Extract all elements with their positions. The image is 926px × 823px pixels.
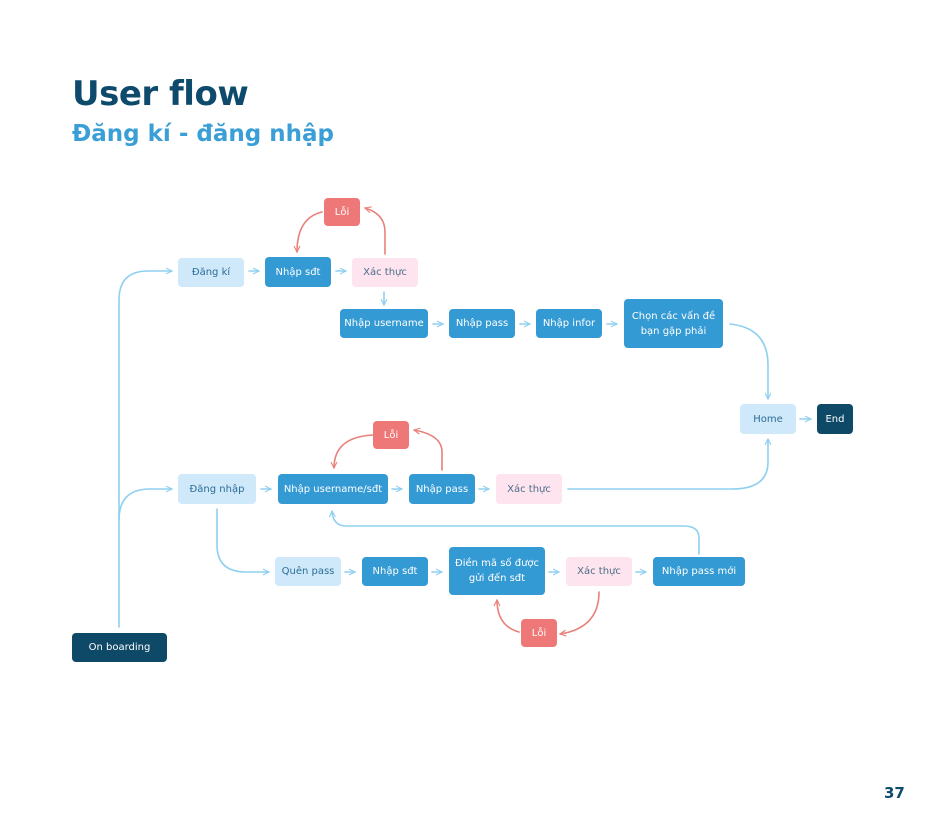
step-chon-van-de: Chọn các vấn đề bạn gặp phải xyxy=(624,299,723,348)
step-on-boarding: On boarding xyxy=(72,633,167,662)
page-title: User flow xyxy=(72,74,249,114)
error-loop-1-out xyxy=(293,211,323,253)
error-node-login: Lỗi xyxy=(373,421,409,449)
step-end: End xyxy=(817,404,853,434)
step-nhap-sdt-forgot: Nhập sđt xyxy=(362,557,428,586)
step-quen-pass: Quên pass xyxy=(275,557,341,586)
connector-onboarding-dangki xyxy=(118,267,173,628)
error-loop-3-out xyxy=(493,599,520,633)
connector-dangnhap-quenpass xyxy=(216,508,270,576)
step-dang-nhap: Đăng nhập xyxy=(178,474,256,504)
step-dien-ma: Điền mã số được gửi đến sđt xyxy=(449,547,545,595)
step-nhap-infor: Nhập infor xyxy=(536,309,602,338)
connector-xacthuc2-home xyxy=(567,438,772,490)
step-dang-ki: Đăng kí xyxy=(178,258,244,287)
page-subtitle: Đăng kí - đăng nhập xyxy=(72,121,334,147)
page-number: 37 xyxy=(884,784,905,802)
step-nhap-pass-login: Nhập pass xyxy=(409,474,475,504)
error-loop-2-out xyxy=(330,434,374,469)
connector-onboarding-dangnhap xyxy=(118,485,173,521)
step-xac-thuc-login: Xác thực xyxy=(496,474,562,504)
step-nhap-username-sdt: Nhập username/sđt xyxy=(278,474,388,504)
step-xac-thuc-forgot: Xác thực xyxy=(566,557,632,586)
step-xac-thuc-register: Xác thực xyxy=(352,258,418,287)
step-home: Home xyxy=(740,404,796,434)
step-nhap-pass-moi: Nhập pass mới xyxy=(653,557,745,586)
step-nhap-sdt-register: Nhập sđt xyxy=(265,257,331,287)
error-loop-3-in xyxy=(559,591,600,637)
connector-passmoi-username xyxy=(329,510,700,555)
step-nhap-pass-register: Nhập pass xyxy=(449,309,515,338)
error-node-register: Lỗi xyxy=(324,198,360,226)
error-loop-2-in xyxy=(413,427,443,471)
step-nhap-username: Nhập username xyxy=(340,309,428,338)
error-node-forgot: Lỗi xyxy=(521,619,557,647)
connector-chon-home xyxy=(729,323,772,400)
error-loop-1-in xyxy=(364,206,386,255)
